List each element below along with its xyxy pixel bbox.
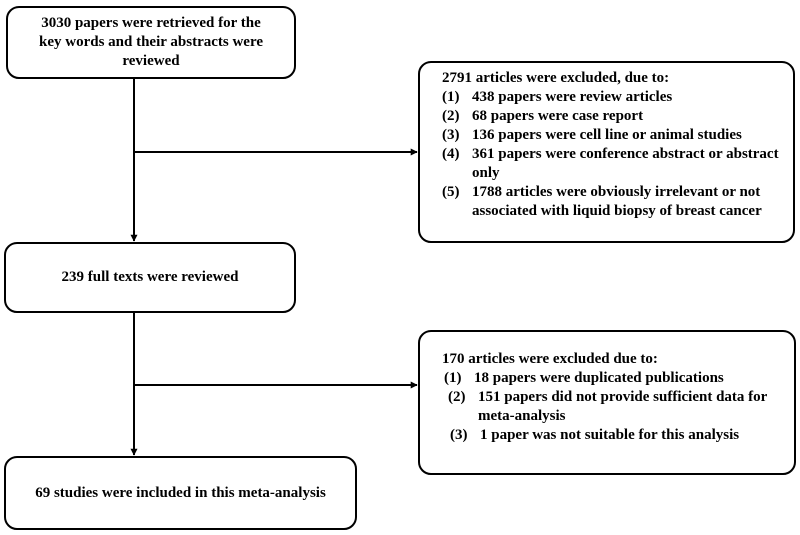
exclusion1-item-text: 68 papers were case report — [472, 108, 644, 124]
exclusion1-item: (3) 136 papers were cell line or animal … — [442, 126, 779, 145]
records-retrieved-text: 3030 papers were retrieved for the key w… — [38, 15, 263, 69]
box-exclusion-abstract-screening: 2791 articles were excluded, due to: (1)… — [418, 61, 795, 243]
exclusion2-item-text: 1 paper was not suitable for this analys… — [480, 427, 740, 443]
exclusion2-item-number: (2) — [448, 389, 466, 405]
box-exclusion-full-text: 170 articles were excluded due to: (1) 1… — [418, 330, 796, 475]
exclusion1-item-text: 361 papers were conference abstract or a… — [472, 146, 779, 181]
exclusion2-item-number: (1) — [444, 370, 462, 386]
exclusion2-item-text: 151 papers did not provide sufficient da… — [478, 389, 768, 424]
box-full-text-review: 239 full texts were reviewed — [4, 242, 296, 313]
exclusion1-item-number: (5) — [442, 184, 460, 200]
exclusion2-item-number: (3) — [450, 427, 468, 443]
full-text-review-text: 239 full texts were reviewed — [61, 269, 239, 285]
exclusion2-item: (1) 18 papers were duplicated publicatio… — [442, 369, 784, 388]
box-records-retrieved: 3030 papers were retrieved for the key w… — [6, 6, 296, 79]
exclusion2-item-text: 18 papers were duplicated publications — [474, 370, 724, 386]
exclusion2-item: (3) 1 paper was not suitable for this an… — [442, 426, 784, 445]
exclusion2-item: (2) 151 papers did not provide sufficien… — [442, 388, 784, 426]
exclusion1-item-number: (4) — [442, 146, 460, 162]
exclusion1-item-number: (2) — [442, 108, 460, 124]
exclusion1-item-text: 136 papers were cell line or animal stud… — [472, 127, 742, 143]
exclusion1-item: (1) 438 papers were review articles — [442, 88, 779, 107]
exclusion1-item: (5) 1788 articles were obviously irrelev… — [442, 183, 779, 221]
box-studies-included: 69 studies were included in this meta-an… — [4, 456, 357, 530]
exclusion1-item: (2) 68 papers were case report — [442, 107, 779, 126]
studies-included-text: 69 studies were included in this meta-an… — [35, 484, 326, 501]
exclusion1-title: 2791 articles were excluded, due to: — [442, 70, 670, 86]
exclusion2-title: 170 articles were excluded due to: — [442, 351, 658, 367]
exclusion1-item: (4) 361 papers were conference abstract … — [442, 145, 779, 183]
exclusion1-item-text: 1788 articles were obviously irrelevant … — [472, 184, 762, 219]
exclusion1-item-number: (1) — [442, 89, 460, 105]
exclusion1-item-number: (3) — [442, 127, 460, 143]
exclusion1-item-text: 438 papers were review articles — [472, 89, 673, 105]
